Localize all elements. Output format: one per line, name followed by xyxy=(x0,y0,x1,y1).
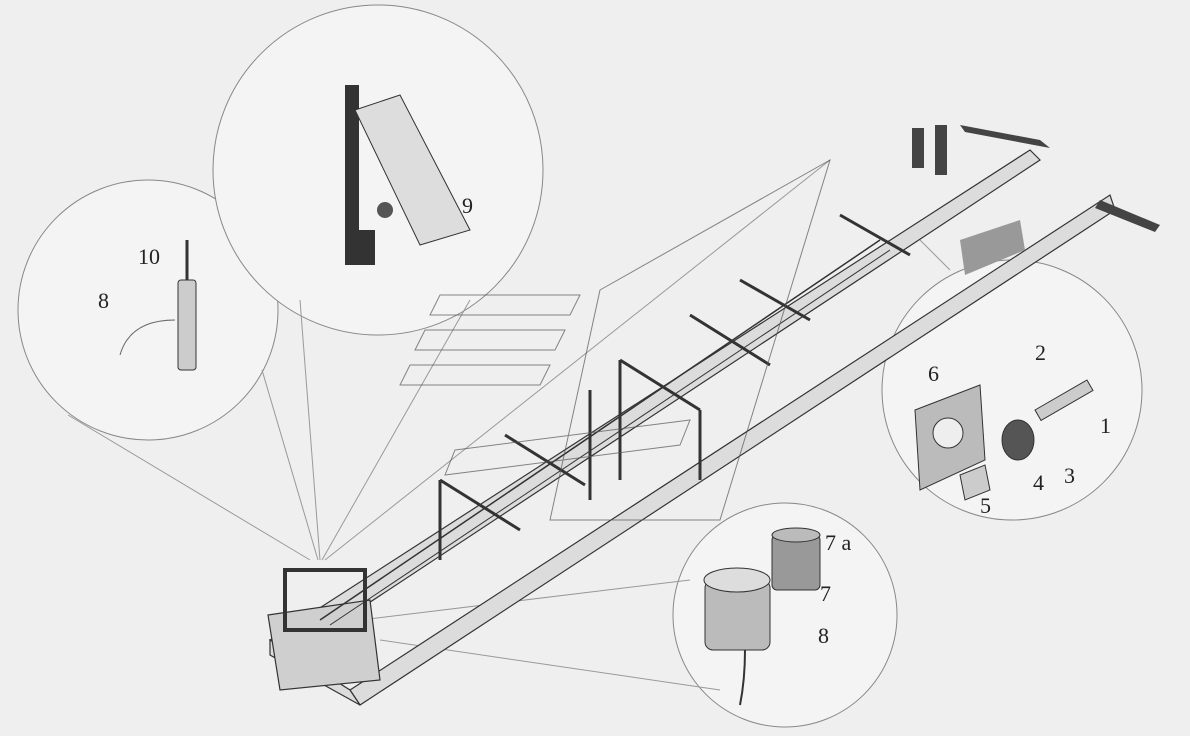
chassis-frame xyxy=(267,149,1116,706)
label-1: 1 xyxy=(1100,413,1111,438)
callout-circle-top xyxy=(212,4,544,336)
label-8-bottom: 8 xyxy=(818,623,829,648)
label-7a: 7 a xyxy=(825,530,852,555)
label-10: 10 xyxy=(138,244,160,269)
sensor-parts xyxy=(703,527,821,706)
watermark-logo xyxy=(399,158,831,521)
label-7: 7 xyxy=(820,581,831,606)
leader-lines xyxy=(67,159,951,691)
connector-parts xyxy=(914,379,1094,501)
label-5: 5 xyxy=(980,493,991,518)
label-3: 3 xyxy=(1064,463,1075,488)
cross-members xyxy=(438,213,911,560)
label-4: 4 xyxy=(1033,470,1044,495)
callout-circle-bottom xyxy=(672,502,898,728)
label-6: 6 xyxy=(928,361,939,386)
label-9: 9 xyxy=(462,193,473,218)
rear-plates xyxy=(912,125,1160,275)
valve-part xyxy=(119,240,197,371)
label-2: 2 xyxy=(1035,340,1046,365)
callout-circle-left xyxy=(17,179,279,441)
label-8-left: 8 xyxy=(98,288,109,313)
pedal-part xyxy=(345,85,471,265)
